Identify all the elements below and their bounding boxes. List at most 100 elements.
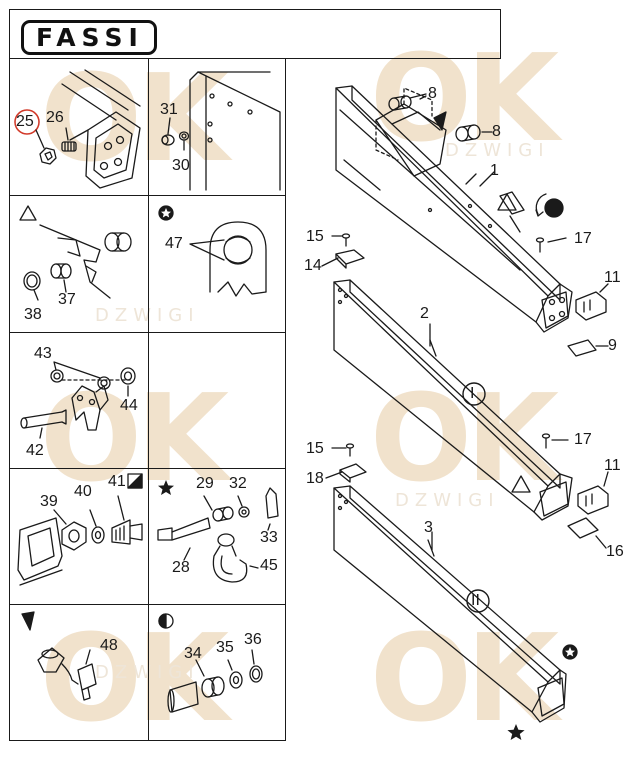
cell2-boom-section-drawing	[189, 71, 281, 191]
label-45: 45	[260, 557, 278, 574]
pad-11-upper-icon	[575, 291, 607, 321]
label-41: 41	[108, 473, 126, 490]
label-11-lower: 11	[604, 457, 621, 474]
cell1-boom-end-drawing	[61, 69, 141, 189]
label-8-lower: 8	[492, 123, 501, 140]
label-47: 47	[165, 235, 183, 252]
section-I-label: I	[470, 385, 475, 402]
cell7-washer-icon	[91, 526, 105, 544]
screw-17-lower-icon	[541, 433, 551, 449]
star-icon	[507, 724, 525, 740]
screw-15-upper-icon	[341, 233, 351, 247]
label-35: 35	[216, 639, 234, 656]
section-II-circle	[466, 589, 490, 613]
watermark-subtext: DZWIGI	[445, 140, 550, 161]
section-II-label: II	[471, 592, 480, 609]
watermark-subtext: DZWIGI	[95, 662, 200, 683]
bush-icon	[161, 134, 175, 146]
watermark-ok: OK	[370, 610, 559, 749]
label-28: 28	[172, 559, 190, 576]
pad-9-icon	[567, 339, 597, 357]
boom-section-2	[333, 279, 573, 521]
label-15-upper: 15	[306, 228, 324, 245]
cell7-nut-icon	[61, 521, 87, 551]
grease-nipple-cap-icon	[37, 647, 97, 701]
label-8-upper: 8	[428, 85, 437, 102]
cell-half-circle-parts	[148, 604, 286, 741]
label-34: 34	[184, 645, 202, 662]
half-filled-square-icon	[127, 473, 143, 489]
half-filled-circle-icon	[158, 613, 174, 629]
label-30: 30	[172, 157, 190, 174]
cell7-plate-drawing	[17, 517, 63, 586]
cell3-bracket-drawing	[39, 224, 132, 299]
label-29: 29	[196, 475, 214, 492]
label-48: 48	[100, 637, 118, 654]
label-33: 33	[260, 529, 278, 546]
triangle-outline-icon	[19, 205, 37, 221]
label-11-upper: 11	[604, 269, 621, 286]
star-in-circle-icon	[562, 644, 578, 660]
filled-wedge-icon	[21, 611, 35, 631]
washer-icon	[178, 131, 190, 141]
label-15-lower: 15	[306, 440, 324, 457]
pad-16-icon	[567, 517, 599, 539]
label-44: 44	[120, 397, 138, 414]
label-3: 3	[424, 519, 433, 536]
boom-section-3	[333, 485, 567, 723]
watermark-subtext: DZWIGI	[395, 490, 500, 511]
label-14: 14	[304, 257, 322, 274]
threaded-stud-icon	[61, 141, 77, 152]
label-42: 42	[26, 442, 44, 459]
label-32: 32	[229, 475, 247, 492]
label-2: 2	[420, 305, 429, 322]
boom-section-1	[335, 85, 573, 333]
label-17-lower: 17	[574, 431, 592, 448]
label-25: 25	[16, 113, 34, 130]
bush-8-upper-icon	[388, 95, 412, 111]
section-I-circle	[462, 382, 486, 406]
filled-wedge-icon	[433, 111, 447, 131]
label-36: 36	[244, 631, 262, 648]
screw-15-lower-icon	[345, 443, 355, 457]
label-43: 43	[34, 345, 52, 362]
star-in-circle-icon	[158, 205, 174, 221]
watermark-ok: OK	[40, 370, 229, 509]
label-9: 9	[608, 337, 617, 354]
cell8-grease-cap-icon	[265, 487, 279, 519]
pad-11-lower-icon	[577, 485, 609, 515]
plate-18-icon	[339, 463, 367, 483]
label-16: 16	[606, 543, 624, 560]
watermark-subtext: DZWIGI	[95, 305, 200, 326]
label-26: 26	[46, 109, 64, 126]
cell10-bush-icon	[201, 676, 225, 698]
seal-ring-icon	[23, 271, 41, 291]
label-39: 39	[40, 493, 58, 510]
cell5-pin-assembly-drawing	[20, 361, 136, 439]
label-37: 37	[58, 291, 76, 308]
cell10-washer-icon	[229, 671, 243, 689]
hook-icon	[212, 533, 248, 583]
cell10-pin-icon	[167, 681, 199, 713]
triangle-outline-icon	[511, 475, 531, 493]
filled-circle-icon	[535, 193, 564, 218]
label-31: 31	[160, 101, 178, 118]
cell7-bolt-icon	[111, 519, 143, 545]
label-40: 40	[74, 483, 92, 500]
bush-8-lower-icon	[455, 124, 481, 142]
cell10-ring-icon	[249, 665, 263, 683]
label-38: 38	[24, 306, 42, 323]
cell8-pin-icon	[157, 517, 211, 541]
spacer-bush-icon	[50, 263, 72, 279]
label-1: 1	[490, 162, 499, 179]
plate-14-icon	[335, 249, 365, 269]
cell8-bushes-icon	[212, 506, 250, 522]
star-icon	[158, 480, 174, 495]
fassi-logo: FASSI	[21, 20, 157, 55]
triangle-outline-icon	[497, 193, 517, 211]
highlight-circle	[14, 109, 40, 135]
screw-17-upper-icon	[535, 237, 545, 253]
cell4-lug-drawing	[189, 221, 267, 297]
label-18: 18	[306, 470, 324, 487]
